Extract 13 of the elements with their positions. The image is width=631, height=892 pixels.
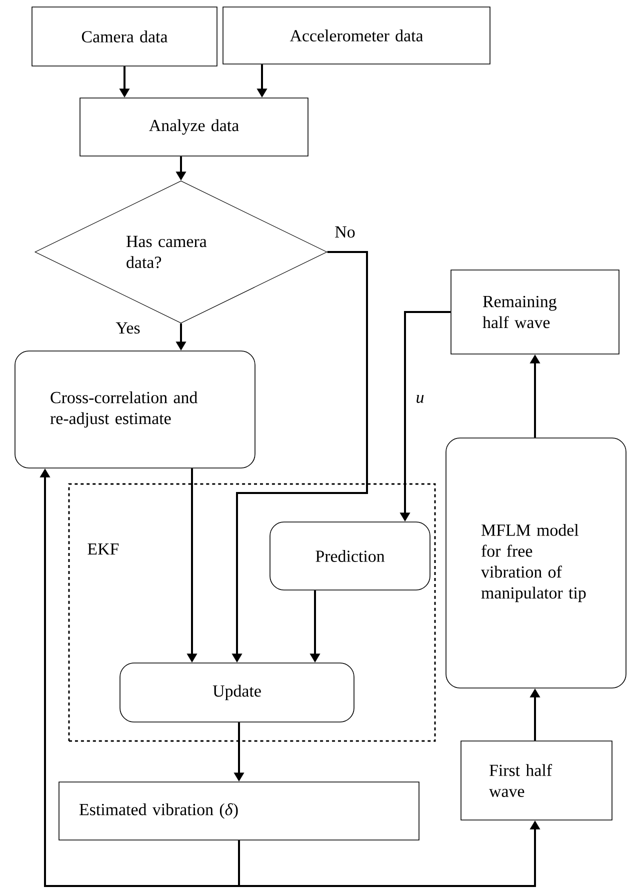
process-box: Remaining half wave: [450, 270, 620, 354]
process-box: Cross-correlation and re-adjust estimate: [14, 350, 256, 468]
process-box: Camera data: [32, 6, 218, 66]
process-box: Accelerometer data: [222, 6, 490, 64]
process-box: Prediction: [270, 522, 430, 590]
process-box: MFLM model for free vibration of manipulator tip: [446, 438, 626, 688]
edge-label: Yes: [114, 321, 142, 335]
edge-label: No: [334, 225, 356, 239]
process-box: Estimated vibration (δ): [58, 782, 420, 840]
process-box: Update: [120, 662, 354, 722]
process-box: Analyze data: [80, 98, 308, 156]
edge-label: u: [414, 394, 426, 404]
process-box: First half wave: [460, 740, 612, 820]
